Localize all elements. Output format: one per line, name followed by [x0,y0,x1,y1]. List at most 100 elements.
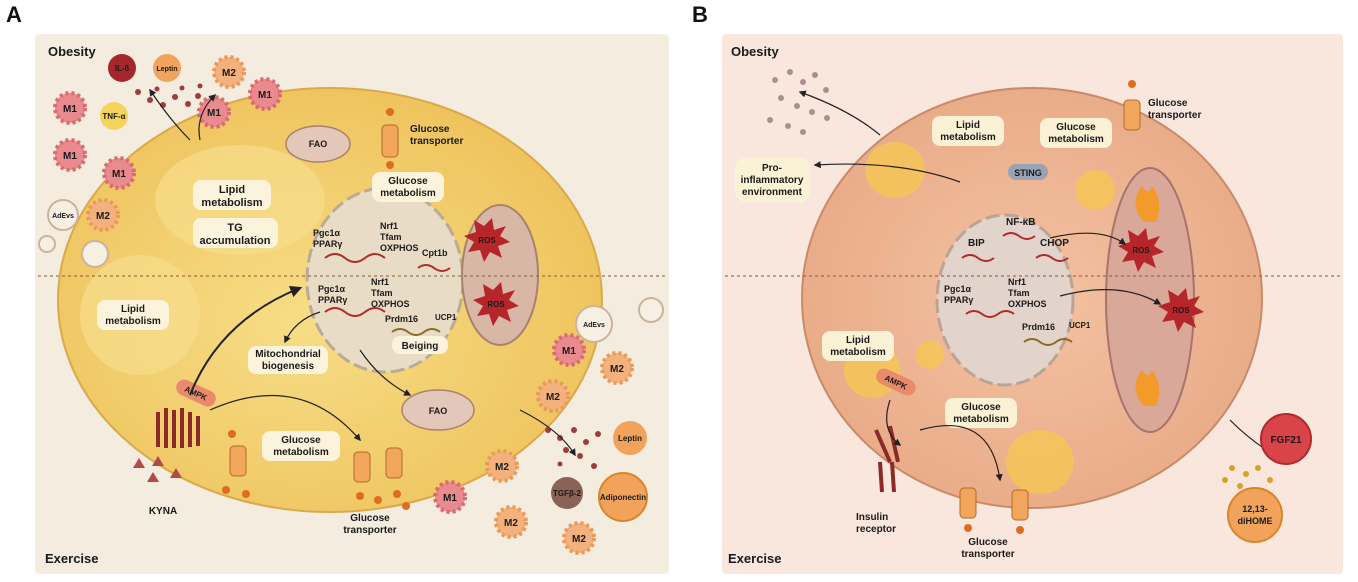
glucose-metabolism-box-b-bottom [945,398,1017,428]
tfam-label-a1: Tfam [380,232,402,242]
glucose-transporter-top-a [381,124,399,158]
secreted-dots-b [767,69,830,135]
exercise-label-b: Exercise [728,551,782,566]
mitochondrion-a3 [401,389,475,431]
pro-inflammatory-box [735,158,810,202]
m1-label-1: M1 [63,104,77,115]
pgc1a-label-a2: Pgc1α [318,284,346,294]
adiponectin-cell [598,472,648,522]
tg-box-a [193,218,278,248]
ampk-pill-a [176,379,216,407]
flame-icon-b1 [1135,186,1160,222]
glucose-metabolism-label-a2: metabolism [380,188,436,199]
nrf1-label-b: Nrf1 [1008,277,1026,287]
sting-pill [1008,164,1048,180]
sting-label: STING [1014,168,1042,178]
secretion-arrow-a1 [149,88,191,141]
fao-bottom-label: FAO [429,406,448,416]
lipid-droplet-b1 [865,142,925,198]
m2-cell-3 [600,351,634,385]
ros-label-b2: ROS [1172,306,1190,315]
glucose-molecules-bottom-b [964,524,1024,534]
m1-label-3: M1 [112,169,126,180]
leptin-top-cell [153,54,181,82]
m2-label-1: M2 [222,68,236,79]
il6-label: IL-6 [115,64,130,73]
secretion-arrow-a2 [198,93,217,141]
m1-cell-1 [53,91,87,125]
dna-helix-nfkb [1002,232,1036,240]
dna-helix-cpt1b [417,264,451,272]
cytokine-dots-top [135,83,203,108]
glucose-molecule-b1 [1128,80,1136,88]
leptin-top-label: Leptin [157,66,178,73]
dna-helix-b1 [965,310,1015,318]
pgc1a-label-b: Pgc1α [944,284,972,294]
m2-label-7: M2 [572,534,586,545]
lipid-metabolism-box-a-bottom [97,300,169,330]
obesity-label-a: Obesity [48,44,96,59]
m1-label-2: M1 [63,151,77,162]
m2-cell-7 [562,521,596,555]
m2-cell-5 [485,449,519,483]
ros-label-a1: ROS [478,236,496,245]
m2-cell-2 [86,198,120,232]
panel-b-diagram: Obesity Exercise Pro- inflammatory envir… [725,44,1340,566]
prdm16-label-a: Prdm16 [385,314,418,324]
mito-biogenesis-box [248,346,328,374]
lipid-droplet-b2 [1075,170,1115,210]
adevs-vesicle-a3 [38,235,56,253]
exercise-label-a: Exercise [45,551,99,566]
m1-label-7: M1 [443,493,457,504]
glucose-transporter-a-b3 [385,447,403,479]
insulin-label-1: Insulin [856,512,888,523]
tnf-cell [100,102,128,130]
adevs-vesicle-a1 [47,199,79,231]
oxphos-label-b: OXPHOS [1008,299,1047,309]
glucose-metabolism-box-b-top [1040,118,1112,148]
adiponectin-label: Adiponectin [600,493,646,502]
ampk-to-glucose-arrow [209,394,361,442]
glucose-label-b4: metabolism [953,414,1009,425]
gt-label-b4: transporter [961,549,1014,560]
nfkb-label: NF-κB [1006,217,1035,228]
m1-cell-2 [53,138,87,172]
mito-biogenesis-label-2: biogenesis [262,361,315,372]
m2-label-4: M2 [546,392,560,403]
lipid-label-b4: metabolism [830,347,886,358]
tfam-label-b: Tfam [1008,288,1030,298]
secreted-dots-b2 [1222,465,1273,489]
m2-label-2: M2 [96,211,110,222]
chop-to-ros-arrow [1049,232,1127,245]
m1-label-5: M1 [258,90,272,101]
glucose-label-b3: Glucose [961,402,1001,413]
mitochondrion-a2 [285,125,351,163]
pro-label-3: environment [742,187,803,198]
dna-helix-prdm16-b [1023,338,1073,346]
glucose-molecule-a2 [386,161,394,169]
glucose-metabolism-label-a1: Glucose [388,176,428,187]
tfam-label-a2: Tfam [371,288,393,298]
tgfb2-label: TGFβ-2 [553,489,582,498]
lipid-metabolism-box-a-top [193,180,271,210]
glucose-transporter-b-b1 [959,487,977,519]
glucose-molecule-a1 [386,108,394,116]
mito-biogenesis-label-1: Mitochondrial [255,349,321,360]
m2-cell-1 [212,55,246,89]
glucose-label-b1: Glucose [1056,122,1096,133]
lipid-metabolism-label-a2: metabolism [201,197,262,209]
m1-cell-6 [552,333,586,367]
ros-label-a2: ROS [487,300,505,309]
ros-label-b1: ROS [1132,246,1150,255]
ampk-to-nucleus-arrow [189,285,303,396]
ros-burst-a2 [473,282,519,326]
pgc1a-label-a1: Pgc1α [313,228,341,238]
lipid-droplet-b4 [1006,430,1074,494]
pro-label-2: inflammatory [741,175,804,186]
fgf21-label: FGF21 [1270,435,1302,446]
oxphos-label-a2: OXPHOS [371,299,410,309]
gt-label-b2: transporter [1148,110,1201,121]
glucose-label-b2: metabolism [1048,134,1104,145]
ppary-label-a1: PPARγ [313,239,342,249]
